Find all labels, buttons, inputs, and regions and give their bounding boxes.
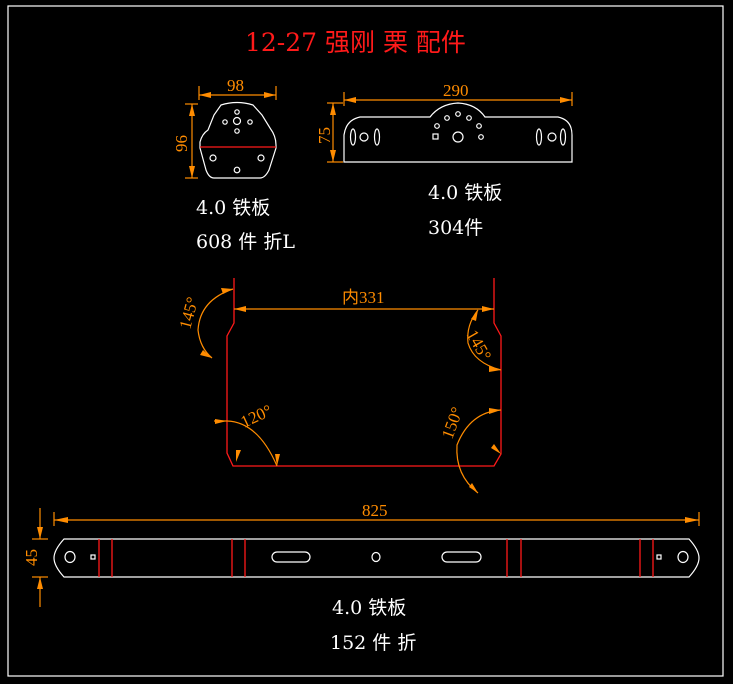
- svg-text:45: 45: [22, 549, 41, 566]
- part1-quantity: 608 件 折L: [196, 231, 295, 253]
- dimension-width: 290: [343, 81, 573, 106]
- part3-material: 4.0 铁板: [332, 597, 406, 619]
- dimension-height: 45: [22, 508, 48, 607]
- part2-plate: 290 75 4.0 铁板 304件: [315, 81, 573, 239]
- part3-quantity: 152 件 折: [330, 632, 416, 654]
- svg-text:75: 75: [315, 127, 334, 144]
- part2-quantity: 304件: [428, 217, 483, 239]
- dimension-height: 96: [172, 103, 198, 179]
- svg-text:120°: 120°: [238, 401, 275, 432]
- dimension-height: 75: [315, 102, 343, 163]
- part1-material: 4.0 铁板: [196, 197, 270, 219]
- svg-text:98: 98: [227, 76, 244, 95]
- drawing-title: 12-27 强刚 栗 配件: [245, 28, 466, 57]
- part3-strip: 825 45 4.0 铁板 152 件 折: [22, 501, 700, 654]
- drawing-border: [7, 5, 724, 677]
- svg-text:825: 825: [362, 501, 388, 520]
- svg-text:290: 290: [443, 81, 469, 100]
- part1-bracket: 98 96 4.0 铁板 608 件 折L: [172, 76, 295, 253]
- part2-material: 4.0 铁板: [428, 182, 502, 204]
- inner-width-dim: 内331: [342, 288, 385, 307]
- svg-text:150°: 150°: [438, 405, 467, 442]
- svg-text:145°: 145°: [463, 327, 496, 364]
- dimension-width: 98: [198, 76, 277, 100]
- bend-profile: 内331 145° 145° 120° 150°: [176, 278, 502, 494]
- dimension-width: 825: [53, 501, 700, 526]
- svg-text:96: 96: [172, 135, 191, 152]
